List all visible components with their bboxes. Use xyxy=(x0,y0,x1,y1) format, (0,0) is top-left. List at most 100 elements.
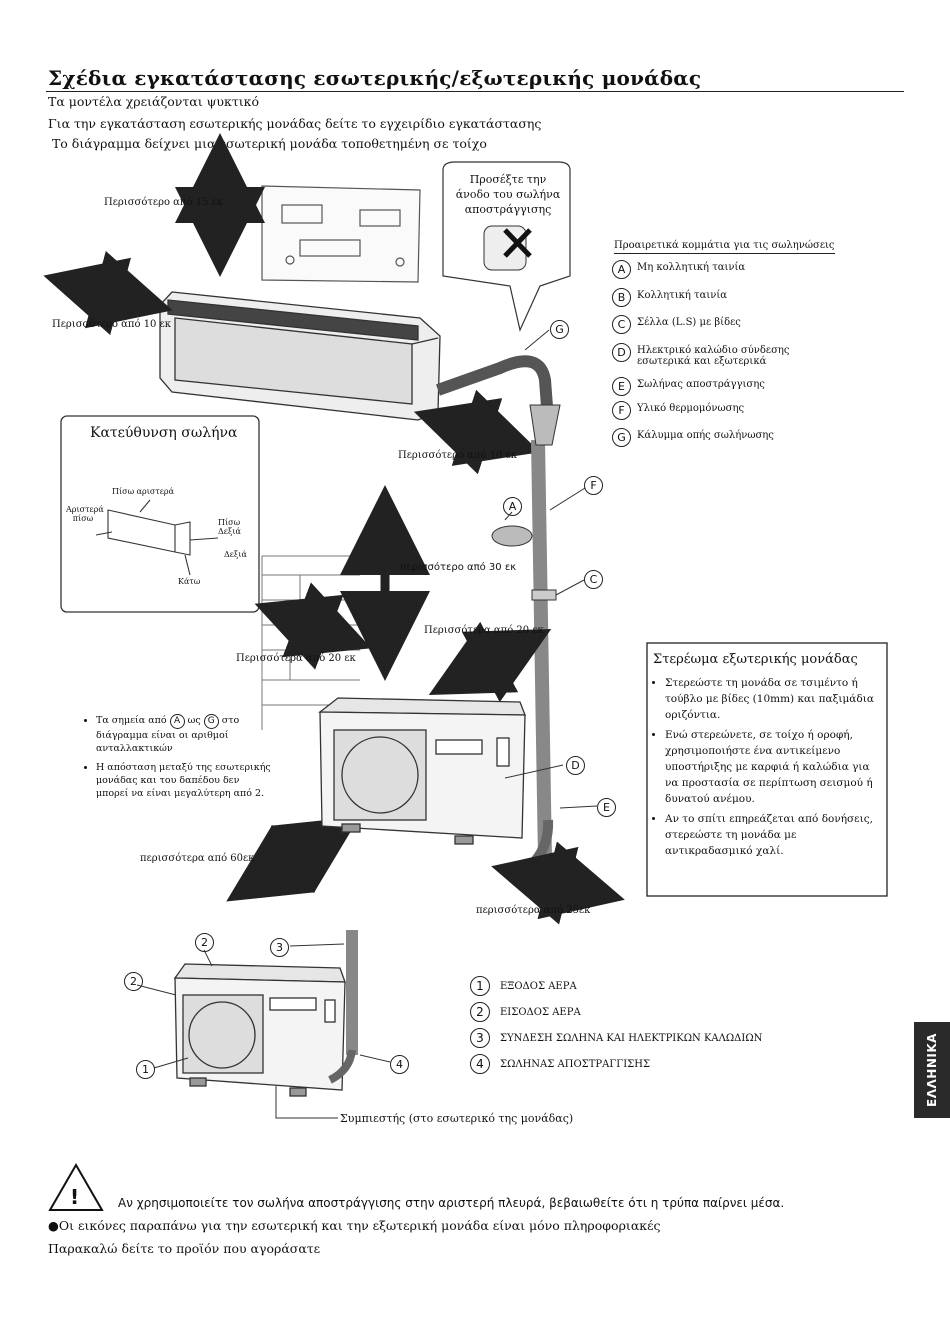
legend-text: ΕΙΣΟΔΟΣ ΑΕΡΑ xyxy=(500,1006,581,1018)
compressor-label: Συμπιεστής (στο εσωτερικό της μονάδας) xyxy=(340,1112,574,1125)
pipe-rear-right-label: Πίσω Δεξιά xyxy=(218,518,241,536)
legend-number: 4 xyxy=(470,1054,490,1074)
legend-text: ΣΩΛΗΝΑΣ ΑΠΟΣΤΡΑΓΓΙΣΗΣ xyxy=(500,1058,651,1070)
pipe-rear-left-label: Πίσω αριστερά xyxy=(112,487,175,496)
footer-note-1: ●Οι εικόνες παραπάνω για την εσωτερική κ… xyxy=(48,1218,661,1233)
mounting-plate xyxy=(261,185,421,283)
note-parts-pre: Τα σημεία από xyxy=(96,715,167,726)
note-marker-g: G xyxy=(203,714,219,729)
pipe-direction-box xyxy=(60,415,260,613)
optional-parts-title: Προαιρετικά κομμάτια για τις σωληνώσεις xyxy=(614,240,835,254)
legend-text: ΣΥΝΔΕΣΗ ΣΩΛΗΝΑ ΚΑΙ ΗΛΕΚΤΡΙΚΩΝ ΚΑΛΩΔΙΩΝ xyxy=(500,1032,763,1044)
legend-item-1: 1 ΕΞΟΔΟΣ ΑΕΡΑ xyxy=(470,976,577,996)
pipe-direction-unit xyxy=(95,499,219,576)
optional-part-d: D Ηλεκτρικό καλώδιο σύνδεσης εσωτερικά κα… xyxy=(612,343,827,367)
right-clearance-arrow xyxy=(413,389,541,475)
pipe-left-rear-label: Αριστερά πίσω xyxy=(66,505,104,523)
outdoor-height-label: περισσότερο από 30 εκ xyxy=(400,562,517,573)
part-letter: C xyxy=(612,315,631,334)
marker-e: E xyxy=(597,798,616,817)
part-letter: D xyxy=(612,343,631,362)
outdoor-fixing-title: Στερέωμα εξωτερικής μονάδας xyxy=(653,652,858,667)
detail-marker-1: 1 xyxy=(136,1060,155,1079)
outdoor-fixing-item: Στερεώστε τη μονάδα σε τσιμέντο ή τούβλο… xyxy=(665,675,881,723)
legend-number: 3 xyxy=(470,1028,490,1048)
note-parts-post: στο διάγραμμα είναι οι αριθμοί ανταλλακτ… xyxy=(96,715,240,754)
outdoor-fixing-item: Ενώ στερεώνετε, σε τοίχο ή οροφή, χρησιμ… xyxy=(665,727,881,807)
part-letter: G xyxy=(612,428,631,447)
indoor-pipe xyxy=(435,355,554,421)
part-text: Σωλήνας αποστράγγισης xyxy=(637,379,765,390)
legend-item-3: 3 ΣΥΝΔΕΣΗ ΣΩΛΗΝΑ ΚΑΙ ΗΛΕΚΤΡΙΚΩΝ ΚΑΛΩΔΙΩΝ xyxy=(470,1028,762,1048)
marker-d: D xyxy=(566,756,585,775)
outdoor-front-label: περισσότερα από 60εκ xyxy=(140,853,255,864)
pipe-down-label: Κάτω xyxy=(178,577,201,586)
outdoor-back-arrow xyxy=(428,621,552,703)
top-clearance-label: Περισσότερο από 15 εκ xyxy=(104,197,224,208)
optional-part-f: F Υλικό θερμομόνωσης xyxy=(612,401,744,420)
outdoor-left-arrow xyxy=(254,582,372,670)
detail-marker-2-side: 2 xyxy=(124,972,143,991)
intro-line-1: Τα μοντέλα χρειάζονται ψυκτικό xyxy=(48,94,259,109)
outdoor-unit-detail xyxy=(173,963,346,1097)
part-letter: E xyxy=(612,377,631,396)
optional-part-g: G Κάλυμμα οπής σωλήνωσης xyxy=(612,428,774,447)
part-text: Σέλλα (L.S) με βίδες xyxy=(637,317,741,328)
legend-number: 1 xyxy=(470,976,490,996)
part-text: Μη κολλητική ταινία xyxy=(637,262,746,273)
outdoor-fixing-list: Στερεώστε τη μονάδα σε τσιμέντο ή τούβλο… xyxy=(653,675,881,859)
cross-icon xyxy=(503,228,532,258)
marker-a: A xyxy=(503,497,522,516)
warning-text: Αν χρησιμοποιείτε τον σωλήνα αποστράγγισ… xyxy=(118,1196,785,1210)
part-letter: F xyxy=(612,401,631,420)
marker-g: G xyxy=(550,320,569,339)
optional-part-c: C Σέλλα (L.S) με βίδες xyxy=(612,315,741,334)
outdoor-fixing-box xyxy=(646,642,888,897)
legend-number: 2 xyxy=(470,1002,490,1022)
part-text: Ηλεκτρικό καλώδιο σύνδεσης εσωτερικά και… xyxy=(637,345,790,367)
legend-item-2: 2 ΕΙΣΟΔΟΣ ΑΕΡΑ xyxy=(470,1002,581,1022)
part-letter: B xyxy=(612,288,631,307)
outdoor-front-arrow xyxy=(226,816,360,902)
footer-note-2: Παρακαλώ δείτε το προϊόν που αγοράσατε xyxy=(48,1241,321,1256)
detail-marker-2-top: 2 xyxy=(195,933,214,952)
marker-c: C xyxy=(584,570,603,589)
right-clearance-label: Περισσότερο από 10 εκ xyxy=(398,450,518,461)
warning-symbol: ! xyxy=(70,1185,80,1209)
language-tab: ΕΛΛΗΝΙΚΑ xyxy=(914,1022,950,1118)
left-clearance-arrow xyxy=(43,250,173,336)
language-tab-label: ΕΛΛΗΝΙΚΑ xyxy=(925,1033,939,1107)
part-text: Υλικό θερμομόνωσης xyxy=(637,403,745,414)
note-marker-a: A xyxy=(169,714,185,729)
detail-marker-4: 4 xyxy=(390,1055,409,1074)
indoor-unit xyxy=(159,291,441,421)
left-clearance-label: Περισσότερο από 10 εκ xyxy=(52,319,172,330)
outdoor-left-label: Περισσότερα από 20 εκ xyxy=(236,653,356,664)
page-title: Σχέδια εγκατάστασης εσωτερικής/εξωτερική… xyxy=(48,66,702,90)
note-parts-mid: ως xyxy=(187,715,201,726)
marker-f: F xyxy=(584,476,603,495)
saddle-clip xyxy=(531,589,557,601)
outdoor-unit xyxy=(318,697,526,845)
outdoor-right-arrow xyxy=(491,841,625,925)
title-divider xyxy=(46,91,904,92)
drain-callout-text: Προσέξτε την άνοδο του σωλήνα αποστράγγι… xyxy=(455,173,561,216)
legend-text: ΕΞΟΔΟΣ ΑΕΡΑ xyxy=(500,980,577,992)
part-text: Κάλυμμα οπής σωλήνωσης xyxy=(637,430,774,441)
diagram-notes: Τα σημεία από A ως G στο διάγραμμα είναι… xyxy=(88,714,271,800)
outdoor-right-label: περισσότερα από 25εκ xyxy=(476,905,591,916)
optional-part-e: E Σωλήνας αποστράγγισης xyxy=(612,377,765,396)
outdoor-fixing-content: Στερέωμα εξωτερικής μονάδας Στερεώστε τη… xyxy=(653,652,881,863)
pipe-right-label: Δεξιά xyxy=(224,550,247,559)
insulated-pipe xyxy=(531,439,552,861)
intro-line-2: Για την εγκατάσταση εσωτερικής μονάδας δ… xyxy=(48,116,542,131)
part-letter: A xyxy=(612,260,631,279)
detail-marker-3: 3 xyxy=(270,938,289,957)
optional-part-a: A Μη κολλητική ταινία xyxy=(612,260,745,279)
pipe-direction-title: Κατεύθυνση σωλήνα xyxy=(90,425,238,441)
outdoor-fixing-item: Αν το σπίτι επηρεάζεται από δονήσεις, στ… xyxy=(665,811,881,859)
outdoor-back-label: Περισσότερα από 20 εκ xyxy=(424,625,544,636)
note-distance: Η απόσταση μεταξύ της εσωτερικής μονάδας… xyxy=(96,761,271,800)
